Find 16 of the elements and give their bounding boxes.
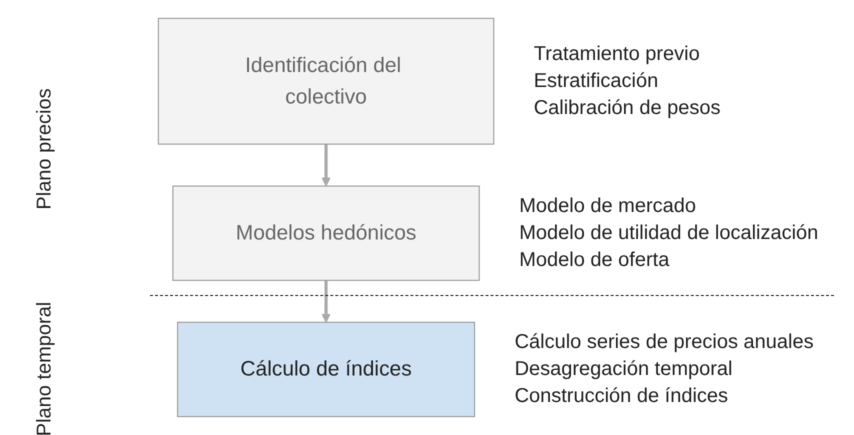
arrow bbox=[321, 280, 331, 323]
step-note: Modelo de oferta bbox=[519, 248, 670, 273]
step-note: Modelo de utilidad de localización bbox=[519, 220, 818, 246]
arrow bbox=[321, 144, 331, 186]
step-note: Tratamiento previo bbox=[534, 42, 701, 67]
node-box: Identificación del colectivo bbox=[158, 18, 494, 145]
step-note: Construcción de índices bbox=[514, 384, 730, 409]
step-note: Cálculo series de precios anuales bbox=[514, 330, 814, 355]
step-note: Estratificación bbox=[534, 68, 660, 94]
node-box: Modelos hedónicos bbox=[172, 186, 480, 281]
node-box: Cálculo de índices bbox=[177, 322, 476, 418]
section-label: Plano temporal bbox=[34, 302, 56, 435]
step-note: Calibración de pesos bbox=[534, 96, 720, 121]
step-note: Modelo de mercado bbox=[519, 194, 697, 219]
section-label: Plano precios bbox=[34, 88, 56, 210]
step-note: Desagregación temporal bbox=[514, 356, 734, 382]
